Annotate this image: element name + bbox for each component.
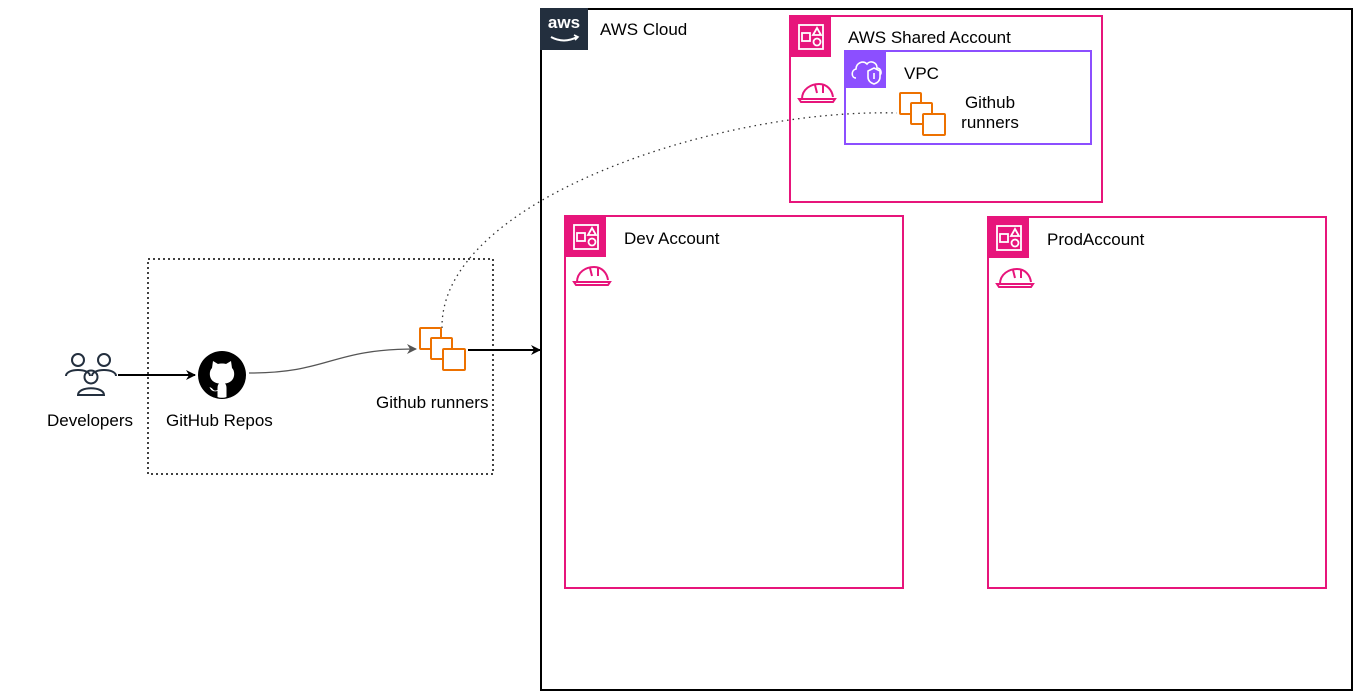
aws-logo-text: aws xyxy=(547,13,581,32)
shared-account-hard-hat-icon xyxy=(797,81,837,105)
github-octocat-icon xyxy=(198,351,246,399)
dev-account-hard-hat-icon xyxy=(572,264,612,288)
dev-account-group xyxy=(564,215,904,589)
developers-label: Developers xyxy=(47,411,133,430)
aws-account-icon xyxy=(566,217,606,257)
shared-runners-node[interactable] xyxy=(898,91,948,137)
runners-label: Github runners xyxy=(376,393,489,412)
runners-node[interactable] xyxy=(418,326,468,372)
vpc-label: VPC xyxy=(904,64,939,83)
github-repos-label: GitHub Repos xyxy=(166,411,273,430)
prod-account-label: ProdAccount xyxy=(1047,230,1145,249)
vpc-group xyxy=(844,50,1092,145)
users-icon xyxy=(65,353,117,396)
runners-to-shared-runners-link xyxy=(441,112,898,329)
aws-account-icon xyxy=(989,218,1029,258)
prod-account-hard-hat-icon xyxy=(995,266,1035,290)
github-node[interactable] xyxy=(197,350,247,400)
aws-cloud-label: AWS Cloud xyxy=(600,20,688,39)
dev-account-label: Dev Account xyxy=(624,229,720,248)
shared-account-label: AWS Shared Account xyxy=(848,28,1011,47)
shared-account-group xyxy=(789,15,1103,203)
vpc-cloud-shield-icon xyxy=(846,52,886,88)
ec2-instances-icon xyxy=(419,327,466,371)
aws-logo-icon: aws xyxy=(540,8,588,50)
aws-cloud-group xyxy=(540,8,1353,691)
aws-account-icon xyxy=(791,17,831,57)
ec2-instances-icon xyxy=(899,92,946,136)
shared-runners-label: Github runners xyxy=(961,93,1019,132)
developers-node xyxy=(62,348,120,398)
aws-smile-icon xyxy=(550,34,580,42)
prod-account-group xyxy=(987,216,1327,589)
repos-to-runners-arrow xyxy=(248,344,417,374)
